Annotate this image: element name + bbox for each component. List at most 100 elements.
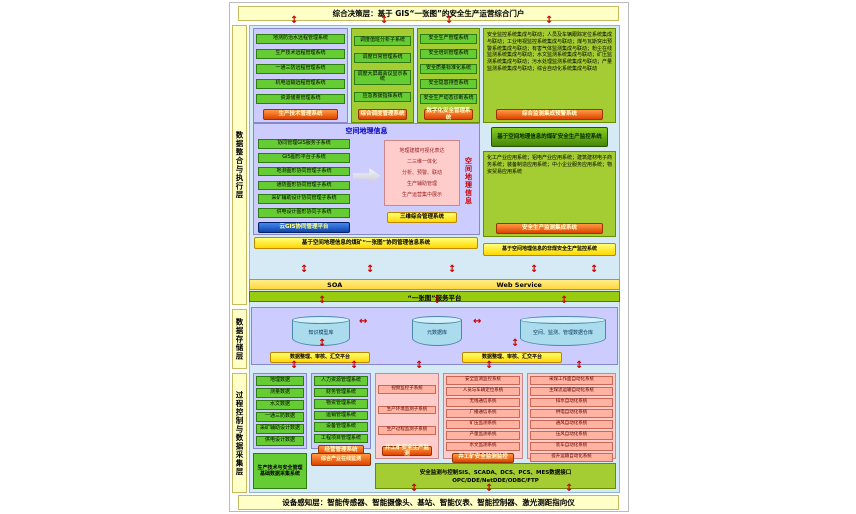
vertical-arrow-icon: ↕	[445, 15, 454, 26]
database-label: 元数据库	[426, 330, 447, 337]
vertical-arrow-icon: ↕	[530, 264, 539, 275]
web-service-label: Web Service	[496, 280, 542, 289]
system-item: 工程项目管理系统	[314, 433, 368, 443]
monitor-item: 生产过程监测子系统	[378, 425, 436, 435]
system-item: 安全培训管理系统	[420, 49, 477, 59]
production-tech-system-button: 生产技术管理系统	[262, 109, 339, 120]
vertical-arrow-icon: ↕	[380, 15, 389, 26]
monitor-item: 生产环境监测子系统	[378, 405, 436, 415]
base-data-list: 地理数据测量数据水文数据一通三防数据采矿辅助设计数据供电设计数据	[256, 376, 304, 446]
gis-subsystem-item: GIS图形平台子系统	[258, 153, 350, 163]
noncoal-gis-monitor-button: 基于空间地理信息的非煤安全生产监控系统	[483, 243, 616, 256]
monitor-item: 人员与车辆定位系统	[446, 386, 520, 396]
system-item: 安全生产动态诊断系统	[420, 94, 477, 104]
system-item: 资源储量管理系统	[256, 94, 345, 104]
horizontal-arrow-icon: ↔	[473, 316, 482, 327]
vertical-arrow-icon: ↕	[485, 483, 494, 494]
data-audit-platform-left: 数据整理、审核、汇交平台	[270, 352, 370, 363]
layer-label-storage: 数据存储层	[232, 309, 247, 369]
automation-item: 供电自动化系统	[530, 408, 613, 418]
cylinder-top	[412, 316, 462, 324]
vertical-arrow-icon: ↕	[300, 264, 309, 275]
mine-safety-monitor-button: 井工矿安全监测监控	[451, 452, 515, 463]
device-perception-banner: 设备感知层：智能传感器、智能摄像头、基站、智能仪表、智能控制器、激光测距指向仪	[238, 495, 619, 510]
panel-monitoring-integration: 安全监控系统集成与联动；人员及车辆跟踪定位系统集成与联动；工业电视监控系统集成与…	[483, 28, 616, 123]
soa-bus: SOA Web Service	[249, 279, 620, 290]
dispatch-systems-list: 调度值班分析子系统调度日常管理系统调度大屏幕会议显示系统应急救援指挥系统	[354, 31, 411, 107]
system-item: 生产技术远程管理系统	[256, 49, 345, 59]
coal-gis-monitor-button: 基于空间地理信息的煤矿安全生产监控系统	[491, 127, 608, 147]
noncoal-industry-text: 化工产业应用系统；铝电产业应用系统；建筑建材电子商务系统；装备制造应用系统；中小…	[487, 155, 613, 175]
vertical-arrow-icon: ↕	[415, 360, 424, 371]
system-item: 安全质量标准化系统	[420, 64, 477, 74]
vertical-arrow-icon: ↕	[560, 295, 569, 306]
data-item: 供电设计数据	[256, 436, 304, 446]
vertical-arrow-icon: ↕	[590, 264, 599, 275]
automation-item: 主煤流运输自动化系统	[530, 386, 613, 396]
data-item: 地理数据	[256, 376, 304, 386]
gis-subsystem-item: 通防图形协同管理子系统	[258, 180, 350, 191]
cloud-gis-platform-button: 云GIS协同管理平台	[258, 222, 350, 233]
vertical-arrow-icon: ↕	[511, 338, 520, 349]
system-item: 安全隐患排查系统	[420, 79, 477, 89]
remote-systems-list: 地测防治水远程管理系统生产技术远程管理系统一通三防远程管理系统机电运输远程管理系…	[256, 31, 345, 107]
gis-subsystems-list: 协同管理GIS服务子系统 GIS图形平台子系统地测图形协同管理子系统通防图形协同管…	[258, 137, 350, 220]
architecture-diagram: 综合决策层：基于 GIS“一张图”的安全生产运营综合门户 数据整合与执行层 数据…	[229, 2, 629, 512]
gis-capability-line: 二三维一体化	[406, 159, 437, 165]
panel-safety: 安全生产管理系统安全培训管理系统安全质量标准化系统安全隐患排查系统安全生产动态诊…	[417, 28, 480, 123]
monitor-item: 矿压监测系统	[446, 419, 520, 429]
system-item: 运销管理系统	[314, 410, 368, 420]
gis-subsystem-item: 地测图形协同管理子系统	[258, 166, 350, 177]
production-monitoring-integration-button: 安全生产监测集成系统	[495, 223, 604, 234]
panel-data-storage: 知识模型库 元数据库 空间、监测、管理数据仓库 数据整理、审核、汇交平台 数据整…	[251, 307, 618, 365]
automation-item: 采煤工作面自动化系统	[530, 376, 613, 385]
panel-noncoal-industry: 化工产业应用系统；铝电产业应用系统；建筑建材电子商务系统；装备制造应用系统；中小…	[483, 151, 616, 237]
monitor-item: 安全监测监控系统	[446, 376, 520, 385]
system-item: 机电运输远程管理系统	[256, 79, 345, 89]
cylinder-top	[520, 316, 606, 324]
system-item: 调度值班分析子系统	[354, 36, 411, 46]
vertical-arrow-icon: ↕	[575, 360, 584, 371]
gis-side-label: 空间地理信息	[464, 157, 473, 205]
system-item: 一通三防远程管理系统	[256, 64, 345, 74]
gis-subsystem-item: 协同管理GIS服务子系统	[258, 139, 350, 149]
automation-item: 压风自动化系统	[530, 430, 613, 440]
monitor-item: 广播通信系统	[446, 408, 520, 418]
one-map-service-platform-bar: “一张图”服务平台	[249, 291, 620, 302]
monitor-item: 无线通信系统	[446, 397, 520, 407]
gis-subsystem-item: 采矿辅助设计协同管理子系统	[258, 194, 350, 204]
layer-label-integration: 数据整合与执行层	[232, 25, 247, 305]
system-item: 安全生产管理系统	[420, 34, 477, 44]
data-item: 一通三防数据	[256, 412, 304, 422]
panel-safety-monitoring: 安全监测监控系统人员与车辆定位系统无线通信系统广播通信系统矿压监测系统产量监测系…	[443, 373, 523, 463]
vertical-arrow-icon: ↕	[545, 15, 554, 26]
data-audit-platform-right: 数据整理、审核、汇交平台	[462, 352, 562, 363]
database-label: 知识模型库	[308, 330, 334, 337]
horizontal-arrow-icon: ↔	[359, 316, 368, 327]
safety-monitoring-list: 安全监测监控系统人员与车辆定位系统无线通信系统广播通信系统矿压监测系统产量监测系…	[446, 376, 520, 451]
flow-arrow-icon	[353, 168, 381, 184]
gis-capability-line: 生产辅助管理	[406, 181, 437, 187]
soa-label: SOA	[327, 280, 343, 289]
monitoring-systems-text: 安全监控系统集成与联动；人员及车辆跟踪定位系统集成与联动；工业电视监控系统集成与…	[487, 32, 613, 72]
gis-capability-line: 分析、预警、联动	[401, 170, 442, 176]
automation-systems-list: 采煤工作面自动化系统主煤流运输自动化系统排水自动化系统供电自动化系统通风自动化系…	[530, 376, 613, 462]
safety-systems-list: 安全生产管理系统安全培训管理系统安全质量标准化系统安全隐患排查系统安全生产动态诊…	[420, 31, 477, 107]
data-interface-bar: 安全监测与控制SIS、SCADA、DCS、PCS、MES数据接口 OPC/DDE…	[375, 463, 616, 489]
panel-dispatch: 调度值班分析子系统调度日常管理系统调度大屏幕会议显示系统应急救援指挥系统 综合调…	[351, 28, 414, 123]
system-item: 财务管理系统	[314, 387, 368, 397]
vertical-arrow-icon: ↕	[318, 338, 327, 349]
layer-label-process: 过程控制与数据采集层	[232, 373, 247, 493]
data-item: 测量数据	[256, 388, 304, 398]
gis-capability-line: 生产运营集中展示	[401, 192, 442, 198]
vertical-arrow-icon: ↕	[410, 483, 419, 494]
base-data-collection-box: 生产技术与安全管理基础数据采集系统	[253, 453, 307, 489]
cylinder-top	[292, 316, 350, 324]
automation-item: 提升运输自动化系统	[530, 452, 613, 462]
automation-item: 装车自动化系统	[530, 441, 613, 451]
vertical-arrow-icon: ↕	[366, 264, 375, 275]
system-item: 人力资源管理系统	[314, 376, 368, 386]
system-item: 应急救援指挥系统	[354, 92, 411, 102]
gis-subsystem-item: 供电设计图形协同子系统	[258, 208, 350, 218]
